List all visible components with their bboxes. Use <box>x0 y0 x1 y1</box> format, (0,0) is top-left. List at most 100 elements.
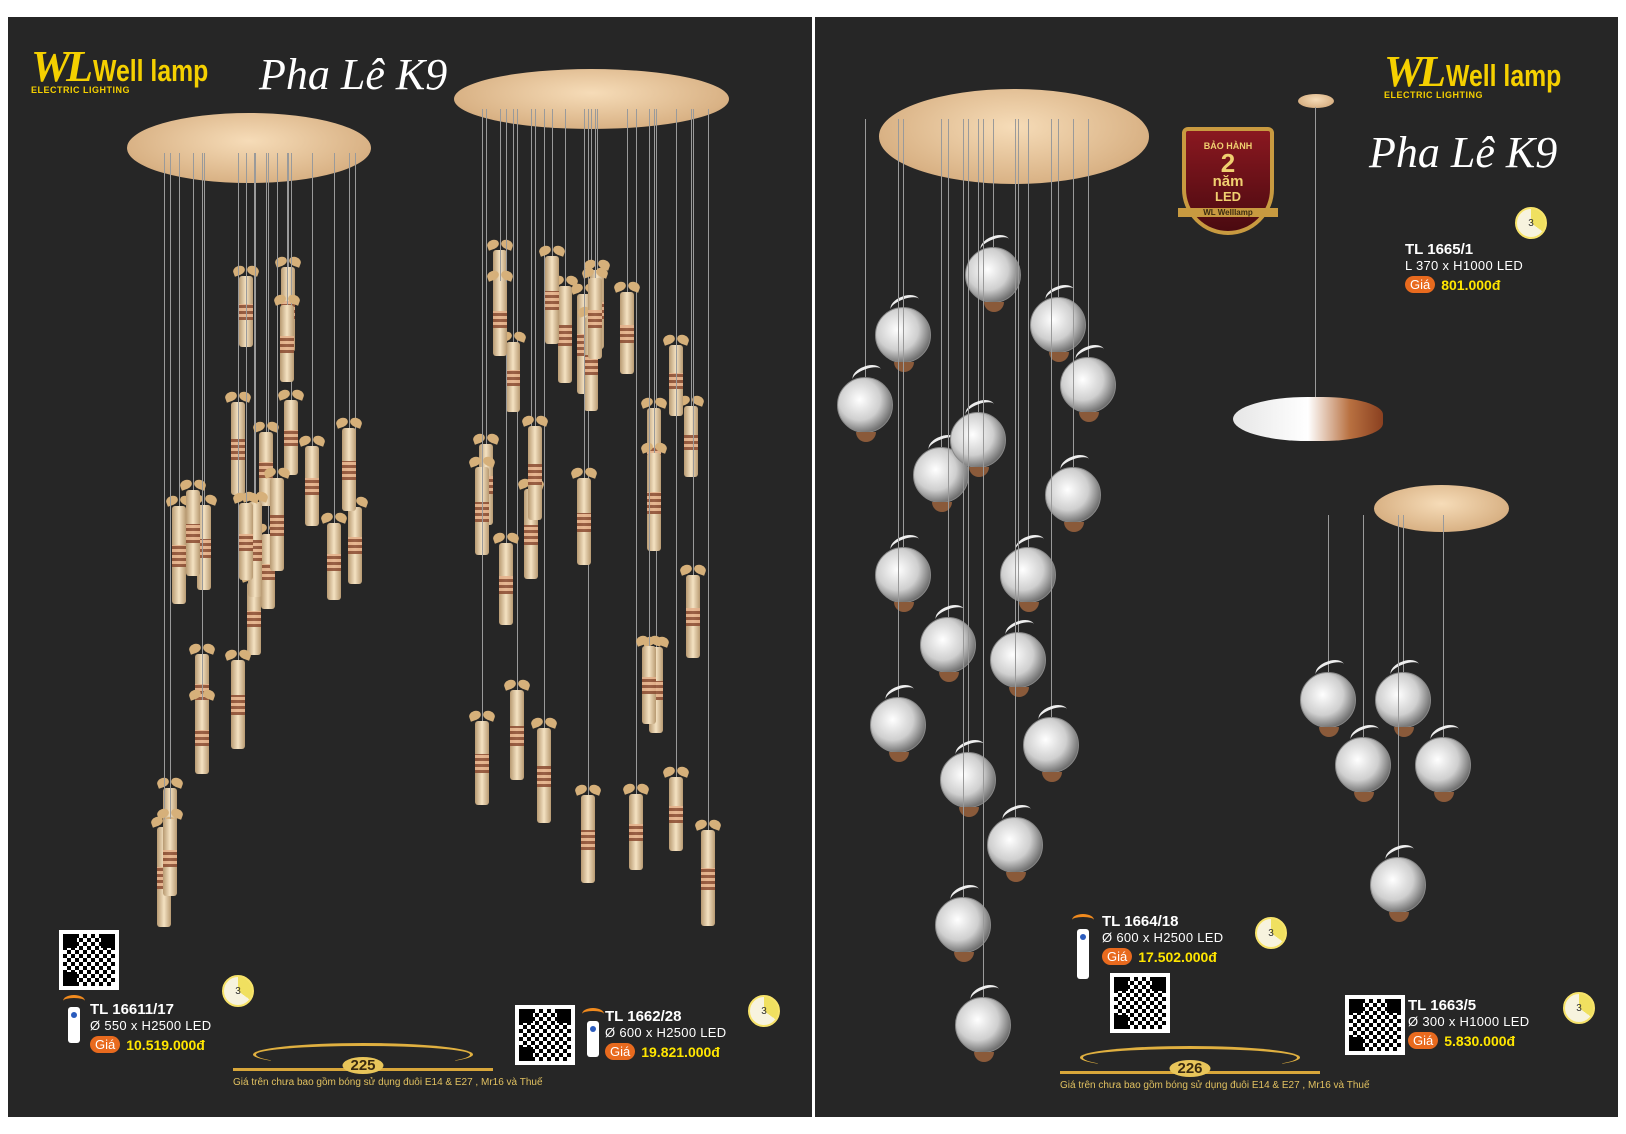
wire <box>675 109 677 777</box>
qr-code[interactable] <box>1345 995 1405 1055</box>
wire <box>164 153 166 828</box>
crystal-tube <box>238 275 253 348</box>
crystal-tube <box>280 305 295 383</box>
canopy <box>1298 94 1334 108</box>
logo-tagline: ELECTRIC LIGHTING <box>31 85 130 95</box>
wire <box>587 109 589 796</box>
warranty-text: BẢO HÀNH <box>1203 141 1253 151</box>
wire <box>482 109 484 722</box>
wire <box>1051 119 1052 717</box>
wire <box>596 109 598 271</box>
product-spec: L 370 x H1000 LED <box>1405 258 1524 273</box>
warranty-years: 2 <box>1220 148 1236 178</box>
wire <box>203 153 205 506</box>
wire <box>291 153 293 400</box>
wifi-icon <box>1072 914 1094 926</box>
wire <box>654 109 656 454</box>
wire <box>288 153 290 267</box>
wire <box>499 109 501 281</box>
wifi-icon <box>63 995 85 1007</box>
wire <box>968 119 969 752</box>
canopy <box>127 113 371 183</box>
crystal-ball <box>1023 717 1079 782</box>
crystal-tube <box>475 721 490 805</box>
crystal-tube <box>557 286 572 383</box>
footer-note: Giá trên chưa bao gồm bóng sử dụng đuôi … <box>233 1077 543 1088</box>
logo-mark: WL <box>31 42 93 91</box>
color-modes-icon: 3 <box>748 995 780 1027</box>
wire <box>1073 119 1074 467</box>
crystal-ball <box>1335 737 1391 802</box>
crystal-tube <box>509 689 524 781</box>
crystal-ball <box>990 632 1046 697</box>
product-code: TL 1664/18 <box>1102 913 1179 930</box>
wire <box>693 109 695 575</box>
product-price: 10.519.000đ <box>126 1036 205 1053</box>
crystal-ball <box>965 247 1021 312</box>
wire <box>708 109 710 831</box>
crystal-tube <box>537 727 552 824</box>
series-title: Pha Lê K9 <box>259 50 448 99</box>
product-price: 19.821.000đ <box>641 1043 720 1060</box>
crystal-ball <box>940 752 996 817</box>
crystal-tube <box>647 453 662 552</box>
wire <box>355 153 357 507</box>
crystal-tube <box>185 489 200 576</box>
wire <box>170 153 172 820</box>
wire <box>1315 107 1316 407</box>
wire <box>595 109 597 279</box>
page-number: 226 <box>1169 1060 1211 1077</box>
wire <box>1328 515 1329 672</box>
wire <box>898 119 899 697</box>
color-modes-icon: 3 <box>222 975 254 1007</box>
wire <box>948 119 949 617</box>
crystal-ball <box>1415 737 1471 802</box>
wire <box>865 119 866 377</box>
logo-mark: WL <box>1384 47 1446 96</box>
canopy <box>1373 485 1509 533</box>
wire <box>202 153 204 700</box>
wire <box>1028 119 1029 547</box>
crystal-ball <box>870 697 926 762</box>
remote-icon <box>1077 929 1089 979</box>
qr-code[interactable] <box>515 1005 575 1065</box>
wifi-icon <box>582 1008 604 1020</box>
price-label: Giá <box>1405 276 1436 293</box>
logo-name: Well lamp <box>1446 58 1562 93</box>
crystal-tube <box>527 426 542 521</box>
crystal-ball <box>837 377 893 442</box>
crystal-tube <box>641 646 656 725</box>
qr-code[interactable] <box>59 930 119 990</box>
product-code: TL 16611/17 <box>90 1001 174 1018</box>
wire <box>334 153 336 523</box>
crystal-tube <box>492 280 507 357</box>
wire <box>963 119 964 897</box>
wire <box>238 153 240 660</box>
wire <box>255 153 257 503</box>
product-price: 5.830.000đ <box>1444 1032 1516 1049</box>
crystal-ball <box>1375 672 1431 737</box>
crystal-ball <box>1300 672 1356 737</box>
warranty-type: LED <box>1215 189 1241 204</box>
crystal-ball <box>935 897 991 962</box>
product-price: 17.502.000đ <box>1138 948 1217 965</box>
wire <box>551 109 553 256</box>
crystal-ball <box>1060 357 1116 422</box>
product-spec: Ø 600 x H2500 LED <box>605 1025 727 1040</box>
wire <box>245 153 247 503</box>
price-label: Giá <box>605 1043 636 1060</box>
crystal-tube <box>628 793 643 871</box>
wire <box>178 153 180 506</box>
wire <box>903 119 904 547</box>
crystal-tube <box>701 830 716 926</box>
color-modes-icon: 3 <box>1255 917 1287 949</box>
crystal-ball <box>1370 857 1426 922</box>
qr-code[interactable] <box>1110 973 1170 1033</box>
crystal-tube <box>171 505 186 605</box>
wire <box>1363 515 1364 737</box>
crystal-tube <box>580 795 595 883</box>
wire <box>583 109 585 479</box>
